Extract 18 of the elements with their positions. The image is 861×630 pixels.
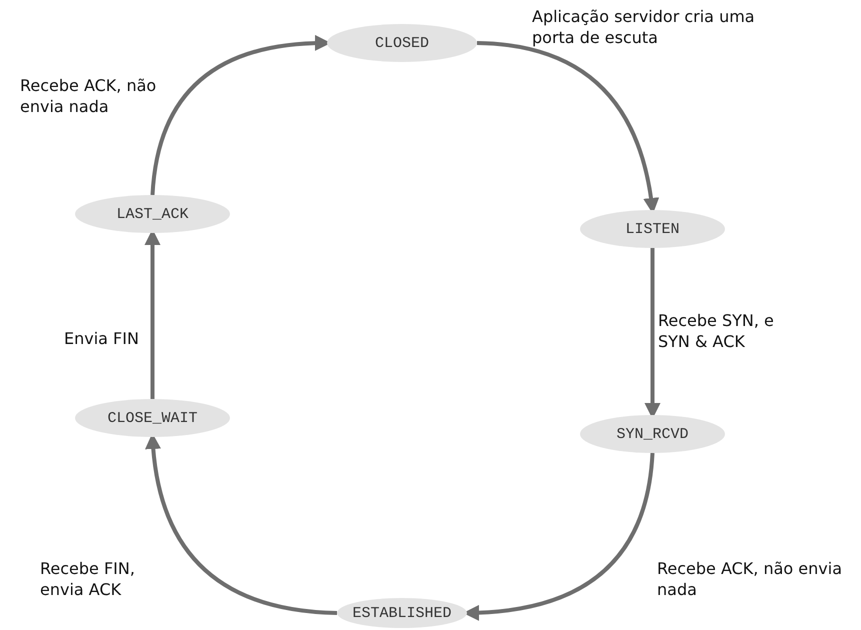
state-name: CLOSED <box>374 34 429 52</box>
state-ellipse <box>580 415 725 453</box>
state-name: ESTABLISHED <box>352 604 452 622</box>
state-ellipse <box>327 24 477 62</box>
state-name: LISTEN <box>625 220 680 238</box>
edge-label: Recebe ACK, não envia nada <box>657 558 843 600</box>
edge-label: Aplicação servidor cria uma porta de escuta <box>532 6 756 48</box>
edge-label: Envia FIN <box>64 328 140 349</box>
state-ellipse <box>580 210 725 248</box>
edge-label: Recebe SYN, e SYN & ACK <box>658 310 775 352</box>
state-ellipse <box>75 195 230 233</box>
edge-label: Recebe FIN, envia ACK <box>40 558 136 600</box>
state-name: CLOSE_WAIT <box>107 410 198 426</box>
state-name: SYN_RCVD <box>616 426 688 442</box>
state-ellipse <box>337 598 467 628</box>
state-name: LAST_ACK <box>116 206 188 222</box>
edge-label: Recebe ACK, não envia nada <box>20 75 158 117</box>
state-ellipse <box>75 399 230 437</box>
